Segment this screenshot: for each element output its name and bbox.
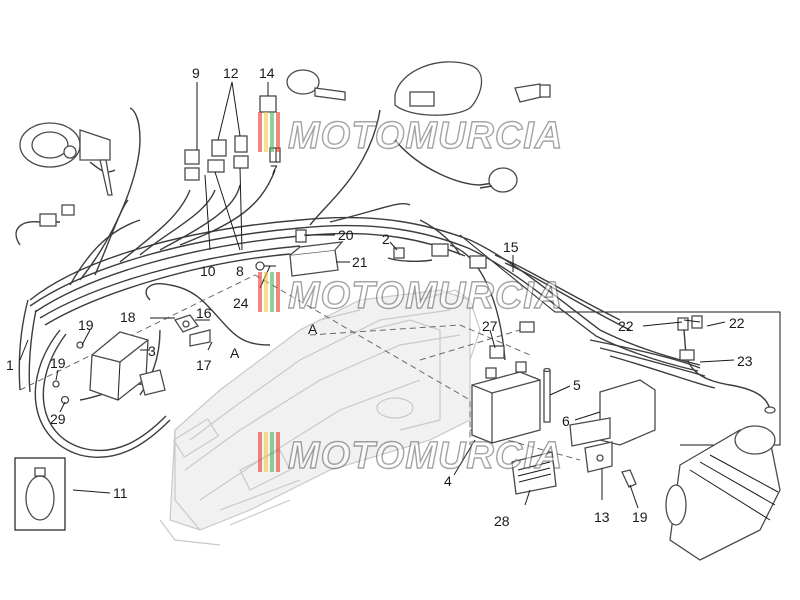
battery-rod-5	[543, 367, 551, 423]
starter-motor	[665, 425, 781, 561]
battery-4	[471, 361, 541, 444]
screw-24	[255, 261, 276, 271]
screw-19-c	[621, 469, 637, 488]
callout-20: 20	[338, 227, 354, 243]
fuse-20	[295, 229, 307, 243]
watermark-text-middle: MOTOMURCIA	[288, 275, 563, 317]
callout-9: 9	[192, 65, 200, 81]
watermark-text-bottom: MOTOMURCIA	[288, 435, 563, 477]
connector-7	[269, 147, 281, 163]
callout-8: 8	[236, 263, 244, 279]
callout-24: 24	[233, 295, 249, 311]
scooter-frame-ghost	[159, 289, 481, 546]
callout-2: 2	[382, 231, 390, 247]
callout-13: 13	[594, 509, 610, 525]
leader-lines	[19, 81, 735, 509]
callout-23: 23	[737, 353, 753, 369]
callout-3: 3	[148, 343, 156, 359]
callout-labels: 1 2 3 4 5 6 7 8 9 10 11 12 13 14 15 16 1…	[6, 65, 753, 529]
washer-29	[60, 395, 70, 405]
watermark-text-top: MOTOMURCIA	[288, 115, 563, 157]
reference-dashed-outline	[19, 274, 581, 461]
callout-7: 7	[270, 162, 278, 178]
callout-11: 11	[113, 485, 128, 501]
battery-terminal-27	[489, 321, 535, 359]
voltage-regulator-3	[89, 331, 166, 401]
bracket-6	[569, 379, 656, 447]
callout-14: 14	[259, 65, 275, 81]
watermark-middle: MOTOMURCIA	[258, 272, 563, 318]
reference-A-2: A	[230, 345, 240, 361]
sensor-connector	[15, 204, 75, 246]
callout-22-a: 22	[618, 318, 634, 334]
headlight-assembly	[19, 122, 116, 196]
callout-19-c: 19	[632, 509, 648, 525]
callout-17: 17	[196, 357, 212, 373]
callout-28: 28	[494, 513, 510, 529]
turn-signal-rear-right	[514, 83, 551, 103]
callout-5: 5	[573, 377, 581, 393]
watermark-bottom: MOTOMURCIA	[258, 432, 563, 478]
connector-17	[189, 329, 211, 347]
callout-15: 15	[503, 239, 519, 255]
callout-18: 18	[120, 309, 136, 325]
connector-2	[387, 243, 449, 263]
connector-9	[184, 149, 200, 181]
turn-signal-rear-left	[479, 167, 518, 193]
callout-19-b: 19	[50, 355, 66, 371]
watermark-top: MOTOMURCIA	[258, 112, 563, 158]
callout-21: 21	[352, 254, 368, 270]
callout-29: 29	[50, 411, 66, 427]
fuse-box-21	[289, 241, 344, 277]
callout-1: 1	[6, 357, 14, 373]
callout-4: 4	[444, 473, 452, 489]
relay-plug	[469, 255, 487, 269]
cable-tie-inset	[14, 457, 66, 531]
relay-16	[173, 314, 200, 333]
turn-signal-front-left	[286, 69, 346, 101]
callout-6: 6	[562, 413, 570, 429]
callout-12: 12	[223, 65, 239, 81]
callout-22-b: 22	[729, 315, 745, 331]
callout-16: 16	[196, 305, 212, 321]
screw-19-b	[52, 380, 60, 388]
label-28	[511, 451, 557, 495]
regulator-loop-harness	[34, 283, 271, 458]
relay-14	[259, 95, 277, 113]
tail-light	[394, 61, 483, 116]
main-wiring-harness	[18, 107, 716, 393]
callout-10: 10	[200, 263, 216, 279]
reference-A-1: A	[308, 321, 318, 337]
bracket-13	[584, 441, 613, 473]
connector-12	[207, 135, 249, 173]
callout-27: 27	[482, 318, 498, 334]
screw-19-a	[76, 341, 84, 349]
callout-19-a: 19	[78, 317, 94, 333]
